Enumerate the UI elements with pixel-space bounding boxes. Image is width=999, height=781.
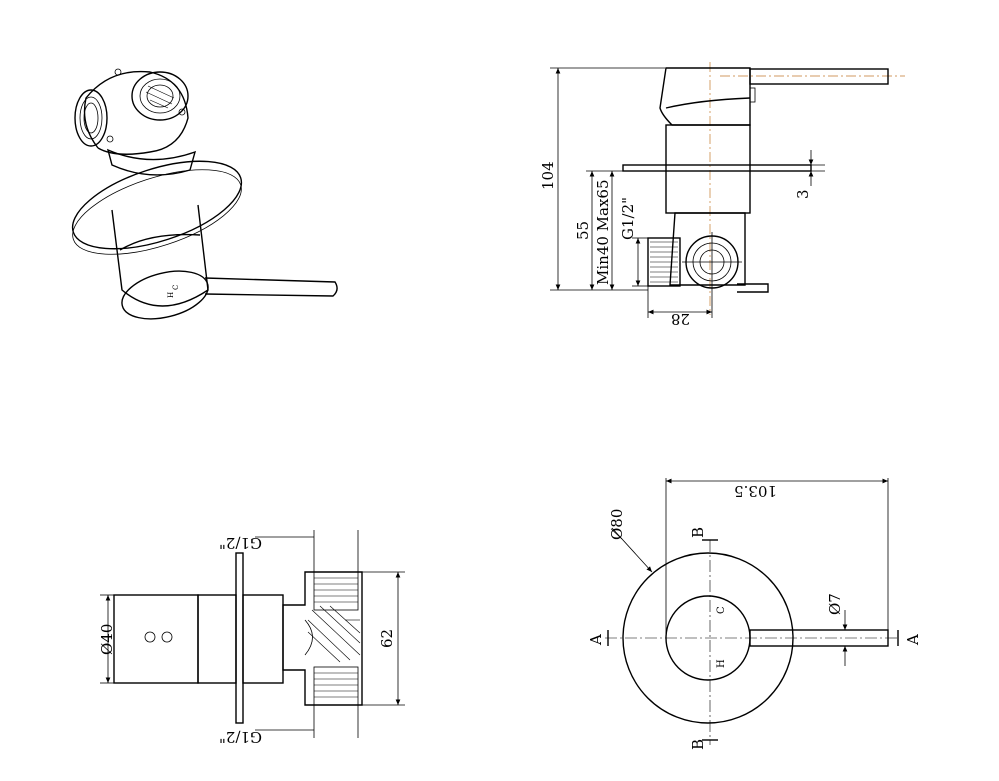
top-thread-lower-label: G1/2" xyxy=(219,728,262,746)
hot-mark-label: H xyxy=(716,659,727,668)
front-length-label: 103.5 xyxy=(734,482,777,500)
top-height-label: 62 xyxy=(378,629,396,648)
side-plate-label: 3 xyxy=(794,189,812,199)
side-inset-label: 55 xyxy=(574,221,592,240)
top-view xyxy=(100,530,405,738)
section-b-top-label: B xyxy=(689,527,707,538)
side-height-label: 104 xyxy=(539,161,557,190)
top-diameter-label: Ø40 xyxy=(98,624,116,655)
front-lever-diameter-label: Ø7 xyxy=(826,593,844,615)
section-a-right-label: A xyxy=(904,634,922,646)
side-width-label: 28 xyxy=(671,310,690,328)
isometric-view: H C xyxy=(71,68,338,320)
front-view xyxy=(605,478,900,745)
side-range-label: Min40 Max65 xyxy=(594,179,612,285)
section-a-left-label: A xyxy=(587,634,605,646)
svg-text:H: H xyxy=(167,292,175,298)
top-thread-upper-label: G1/2" xyxy=(219,534,262,552)
section-b-bottom-label: B xyxy=(689,739,707,750)
side-thread-label: G1/2" xyxy=(619,197,637,240)
side-view xyxy=(550,62,905,318)
front-plate-diameter-label: Ø80 xyxy=(608,509,626,540)
cold-mark-label: C xyxy=(716,606,727,614)
svg-text:C: C xyxy=(172,285,180,290)
